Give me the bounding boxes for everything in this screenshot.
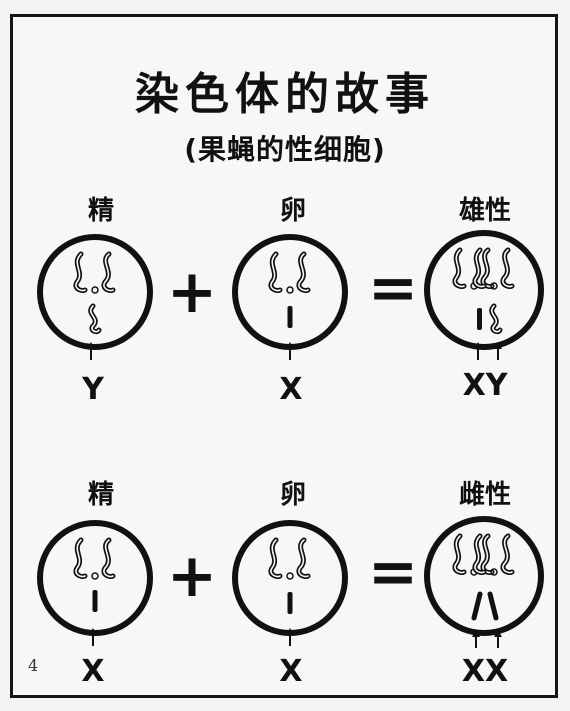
row2-equals-sign: = [367, 537, 419, 607]
row1-sperm-chromosome: Y [82, 372, 104, 407]
diagram-title: 染色体的故事 [135, 69, 435, 120]
row2-egg-chromosome: X [279, 654, 303, 689]
row1-male-cell [424, 230, 544, 361]
row1-egg-label: 卵 [279, 196, 306, 226]
row2-sperm-label: 精 [87, 480, 114, 510]
row1-sperm-label: 精 [87, 196, 114, 226]
row1-sperm-cell [37, 234, 153, 361]
row2-sperm-cell [37, 520, 153, 647]
page-number: 4 [28, 656, 39, 675]
row1-egg-chromosome: X [279, 372, 303, 407]
row1-equals-sign: = [367, 253, 419, 323]
row2-female-cell [424, 516, 544, 649]
row2-result-chromosome: XX [461, 654, 509, 689]
diagram-subtitle: (果蝇的性细胞) [184, 133, 386, 166]
diagram-frame [10, 14, 558, 698]
row1-plus-sign: + [166, 257, 218, 327]
row1-result-label: 雄性 [458, 196, 511, 226]
row2-result-label: 雌性 [458, 480, 511, 510]
row1-result-chromosome: XY [462, 368, 508, 403]
row2-egg-label: 卵 [279, 480, 306, 510]
row2-sperm-chromosome: X [81, 654, 105, 689]
row2-egg-cell [232, 520, 348, 647]
row2-plus-sign: + [166, 541, 218, 611]
row1-egg-cell [232, 234, 348, 361]
